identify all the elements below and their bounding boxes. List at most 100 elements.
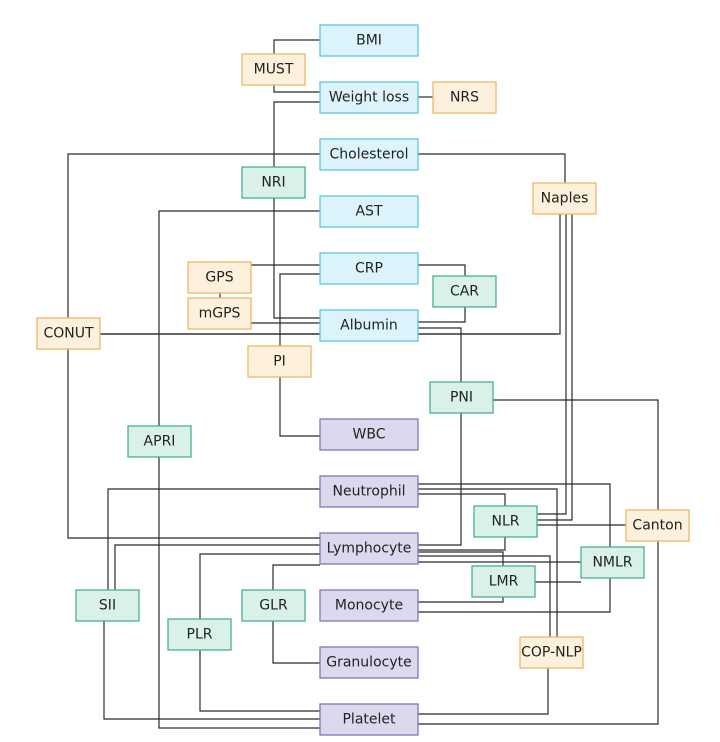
node-wbc: WBC (319, 418, 419, 451)
node-label: CONUT (43, 326, 94, 342)
node-box (319, 309, 419, 342)
connector-lines (67, 39, 659, 729)
connector-line (418, 555, 551, 637)
connector-line (418, 488, 558, 637)
connector-line (272, 564, 320, 590)
node-box (432, 81, 497, 114)
connector-line (67, 153, 320, 318)
node-platelet: Platelet (319, 703, 419, 736)
node-lmr: LMR (471, 565, 536, 598)
node-plr: PLR (167, 618, 232, 651)
node-box (471, 565, 536, 598)
node-label: BMI (356, 33, 382, 49)
node-canton: Canton (625, 509, 690, 542)
connector-line (418, 483, 611, 547)
node-neutrophil: Neutrophil (319, 475, 419, 508)
node-ast: AST (319, 195, 419, 228)
node-box (319, 589, 419, 622)
node-label: Albumin (340, 318, 398, 334)
node-label: GPS (205, 270, 233, 286)
node-label: NRS (450, 90, 479, 106)
node-box (319, 252, 419, 285)
node-box (473, 505, 538, 538)
node-label: Monocyte (335, 598, 403, 614)
node-box (36, 317, 101, 350)
node-conut: CONUT (36, 317, 101, 350)
node-car: CAR (432, 275, 497, 308)
node-box (127, 425, 192, 458)
node-label: LMR (489, 574, 519, 590)
connector-line (103, 621, 320, 720)
node-glr: GLR (241, 589, 306, 622)
node-label: PI (273, 354, 286, 370)
connector-line (537, 214, 567, 515)
node-box (580, 546, 645, 579)
connector-line (418, 327, 462, 382)
node-label: APRI (144, 434, 176, 450)
node-must: MUST (241, 53, 306, 86)
node-box (319, 81, 419, 114)
node-box (167, 618, 232, 651)
node-label: Platelet (342, 712, 396, 728)
node-label: WBC (353, 427, 386, 443)
node-cop-nlp: COP-NLP (519, 636, 584, 669)
connector-line (418, 551, 504, 566)
node-label: mGPS (199, 306, 241, 322)
node-box (319, 195, 419, 228)
connector-line (418, 597, 504, 603)
connector-line (418, 537, 506, 551)
connector-line (158, 210, 320, 426)
node-box (519, 636, 584, 669)
node-box (532, 182, 597, 215)
node-box (625, 509, 690, 542)
connector-line (273, 101, 320, 167)
connector-line (418, 578, 611, 613)
node-nlr: NLR (473, 505, 538, 538)
node-nmlr: NMLR (580, 546, 645, 579)
node-nrs: NRS (432, 81, 497, 114)
node-box (319, 24, 419, 57)
connector-line (272, 621, 320, 664)
node-sii: SII (75, 589, 140, 622)
node-label: NMLR (592, 555, 632, 571)
node-naples: Naples (532, 182, 597, 215)
node-box (187, 261, 252, 294)
node-box (432, 275, 497, 308)
node-box (187, 297, 252, 330)
node-label: NLR (492, 514, 520, 530)
node-box (75, 589, 140, 622)
node-label: SII (99, 598, 116, 614)
node-label: GLR (259, 598, 288, 614)
node-box (429, 381, 494, 414)
node-label: CRP (355, 261, 383, 277)
connector-line (199, 553, 320, 619)
connector-line (158, 457, 320, 729)
connector-line (199, 650, 320, 712)
node-bmi: BMI (319, 24, 419, 57)
node-label: Granulocyte (326, 655, 411, 671)
node-label: Canton (632, 518, 682, 534)
node-gps: GPS (187, 261, 252, 294)
connector-line (418, 399, 659, 725)
connector-line (418, 214, 561, 335)
node-box (319, 646, 419, 679)
node-box (319, 138, 419, 171)
node-weight-loss: Weight loss (319, 81, 419, 114)
connector-line (418, 413, 462, 546)
connector-line (537, 214, 573, 521)
node-box (247, 345, 312, 378)
connector-line (107, 488, 320, 590)
node-crp: CRP (319, 252, 419, 285)
node-mgps: mGPS (187, 297, 252, 330)
node-label: COP-NLP (521, 645, 582, 661)
node-box (319, 475, 419, 508)
node-box (319, 703, 419, 736)
node-pi: PI (247, 345, 312, 378)
node-label: Lymphocyte (327, 541, 412, 557)
connector-line (279, 273, 320, 346)
node-box (319, 418, 419, 451)
node-box (241, 589, 306, 622)
connector-line (279, 377, 320, 437)
node-box (241, 166, 306, 199)
